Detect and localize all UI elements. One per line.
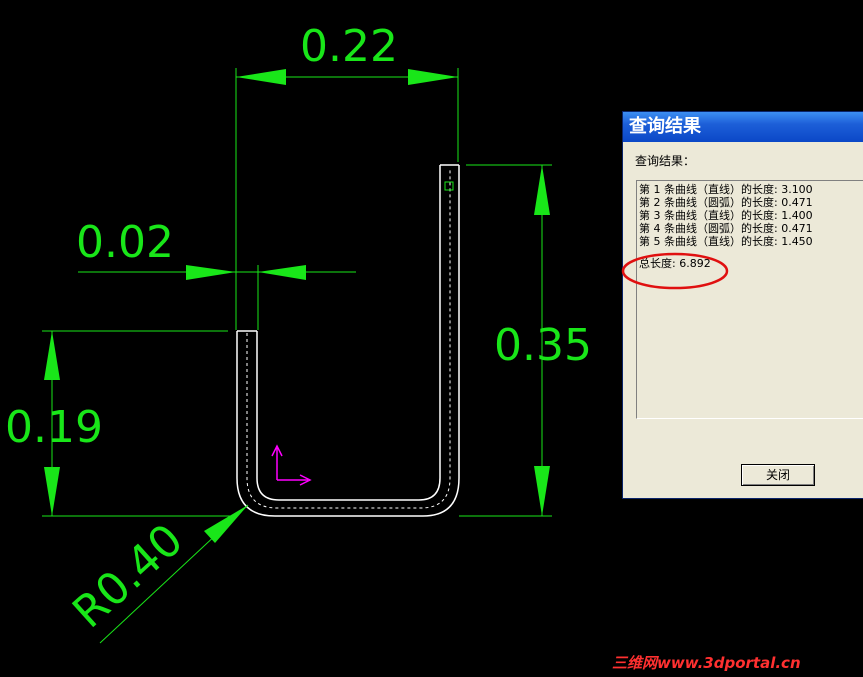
end-marker	[444, 181, 454, 191]
dim-gap: 0.02	[76, 217, 174, 268]
query-results-dialog: 查询结果 查询结果： 第 1 条曲线（直线）的长度: 3.100 第 2 条曲线…	[622, 111, 863, 499]
centerline	[246, 168, 451, 509]
total-length: 总长度: 6.892	[639, 257, 711, 270]
dialog-title: 查询结果	[623, 112, 863, 142]
result-row: 第 4 条曲线（圆弧）的长度: 0.471	[639, 222, 813, 235]
dimension-lines	[42, 68, 552, 644]
result-row: 第 2 条曲线（圆弧）的长度: 0.471	[639, 196, 813, 209]
dim-left-height: 0.19	[5, 402, 103, 453]
results-listbox[interactable]: 第 1 条曲线（直线）的长度: 3.100 第 2 条曲线（圆弧）的长度: 0.…	[636, 180, 863, 419]
watermark: 三维网www.3dportal.cn	[612, 654, 801, 672]
dim-radius: R0.40	[63, 514, 193, 638]
results-label: 查询结果：	[635, 154, 696, 168]
result-row: 第 5 条曲线（直线）的长度: 1.450	[639, 235, 813, 248]
part-outline	[236, 164, 460, 517]
dim-top-width: 0.22	[300, 21, 398, 72]
close-button[interactable]: 关闭	[741, 464, 815, 486]
dim-right-height: 0.35	[494, 320, 592, 371]
result-row: 第 3 条曲线（直线）的长度: 1.400	[639, 209, 813, 222]
result-row: 第 1 条曲线（直线）的长度: 3.100	[639, 183, 813, 196]
coordinate-axis	[271, 444, 312, 486]
